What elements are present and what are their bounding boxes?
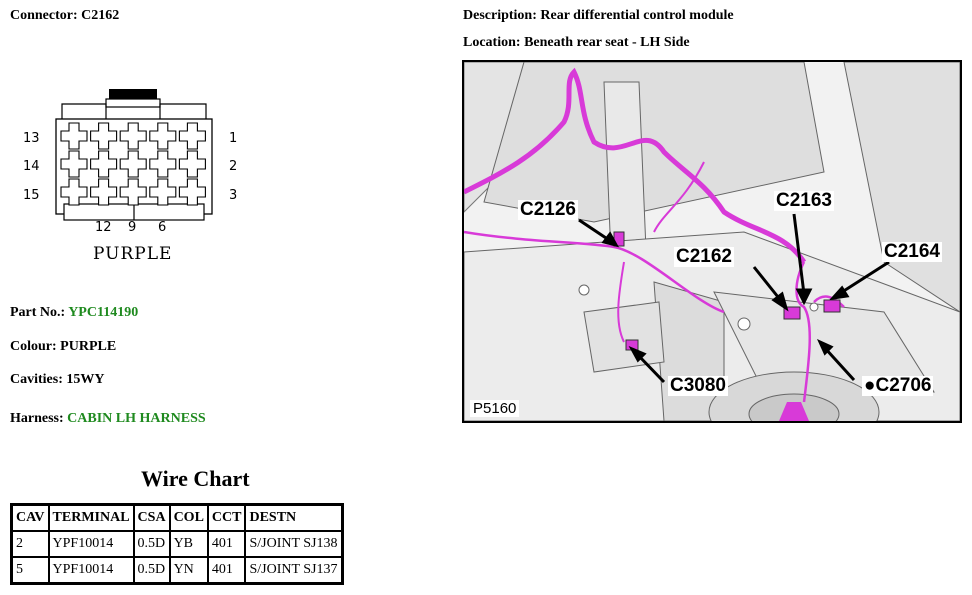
description-value: Rear differential control module bbox=[540, 8, 734, 23]
connector-cavity bbox=[119, 150, 147, 178]
harness-value: CABIN LH HARNESS bbox=[67, 411, 206, 426]
cell-csa: 0.5D bbox=[132, 530, 171, 558]
cell-terminal: YPF10014 bbox=[47, 556, 135, 585]
cell-terminal: YPF10014 bbox=[47, 530, 135, 558]
callout-c2164: C2164 bbox=[882, 241, 942, 262]
connector-cavity bbox=[90, 122, 118, 150]
cavities-value: 15WY bbox=[66, 372, 105, 387]
cavity-grid bbox=[60, 122, 206, 206]
photo-id: P5160 bbox=[470, 400, 520, 417]
pin-number-13: 13 bbox=[23, 131, 40, 146]
header-cct: CCT bbox=[206, 503, 247, 532]
connector-cavity bbox=[178, 150, 206, 178]
header-terminal: TERMINAL bbox=[47, 503, 135, 532]
pin-number-3: 3 bbox=[229, 188, 238, 203]
header-col: COL bbox=[168, 503, 209, 532]
callout-c2163: C2163 bbox=[774, 190, 834, 211]
table-row: 2 YPF10014 0.5D YB 401 S/JOINT SJ138 bbox=[10, 530, 344, 558]
connector-cavity bbox=[90, 150, 118, 178]
wire-chart-title: Wire Chart bbox=[141, 466, 250, 491]
location-line: Location: Beneath rear seat - LH Side bbox=[463, 35, 690, 51]
cell-col: YN bbox=[168, 556, 209, 585]
pin-number-2: 2 bbox=[229, 159, 238, 174]
header-cav: CAV bbox=[10, 503, 50, 532]
callout-c2706: ●C2706 bbox=[862, 375, 934, 396]
location-value: Beneath rear seat - LH Side bbox=[524, 35, 690, 50]
connector-cavity bbox=[60, 178, 88, 206]
connector-latch bbox=[109, 89, 157, 100]
cavities-line: Cavities: 15WY bbox=[10, 372, 105, 388]
pin-number-14: 14 bbox=[23, 159, 40, 174]
cell-cav: 2 bbox=[10, 530, 50, 558]
table-row: 5 YPF10014 0.5D YN 401 S/JOINT SJ137 bbox=[10, 556, 344, 585]
header-destn: DESTN bbox=[244, 503, 344, 532]
harness-line: Harness: CABIN LH HARNESS bbox=[10, 411, 206, 427]
connector-cavity bbox=[60, 150, 88, 178]
connector-cavity bbox=[178, 178, 206, 206]
vehicle-floor-drawing bbox=[464, 62, 960, 421]
pin-number-12: 12 bbox=[95, 220, 112, 235]
wire-chart-table: CAV TERMINAL CSA COL CCT DESTN 2 YPF1001… bbox=[10, 503, 344, 585]
pin-number-1: 1 bbox=[229, 131, 238, 146]
location-illustration: C2126 C2163 C2162 C2164 C3080 ●C2706 P51… bbox=[462, 60, 962, 423]
pin-number-6: 6 bbox=[158, 220, 167, 235]
connector-cavity bbox=[149, 150, 177, 178]
cell-destn: S/JOINT SJ138 bbox=[244, 530, 344, 558]
callout-c2126: C2126 bbox=[518, 199, 578, 220]
colour-value: PURPLE bbox=[60, 339, 117, 354]
connector-face-diagram bbox=[55, 89, 213, 221]
header-csa: CSA bbox=[132, 503, 171, 532]
connector-value: C2162 bbox=[81, 8, 120, 23]
connector-cavity bbox=[90, 178, 118, 206]
connector-cavity bbox=[178, 122, 206, 150]
table-header-row: CAV TERMINAL CSA COL CCT DESTN bbox=[10, 503, 344, 532]
part-number-line: Part No.: YPC114190 bbox=[10, 305, 138, 321]
location-label: Location: bbox=[463, 35, 521, 50]
cell-cav: 5 bbox=[10, 556, 50, 585]
cell-cct: 401 bbox=[206, 530, 247, 558]
part-number-value: YPC114190 bbox=[68, 305, 139, 320]
cavities-label: Cavities: bbox=[10, 372, 63, 387]
cell-csa: 0.5D bbox=[132, 556, 171, 585]
description-line: Description: Rear differential control m… bbox=[463, 8, 734, 24]
connector-color-label: PURPLE bbox=[93, 244, 173, 264]
connector-cavity bbox=[149, 178, 177, 206]
pin-number-15: 15 bbox=[23, 188, 40, 203]
connector-heading: Connector: C2162 bbox=[10, 8, 119, 24]
connector-cavity bbox=[149, 122, 177, 150]
callout-c2706-text: C2706 bbox=[875, 375, 932, 396]
connector-cavity bbox=[119, 122, 147, 150]
filled-circle-icon: ● bbox=[864, 375, 876, 396]
pin-number-9: 9 bbox=[128, 220, 137, 235]
cell-cct: 401 bbox=[206, 556, 247, 585]
colour-label: Colour: bbox=[10, 339, 57, 354]
part-number-label: Part No.: bbox=[10, 305, 66, 320]
callout-c2162: C2162 bbox=[674, 246, 734, 267]
connector-label: Connector: bbox=[10, 8, 78, 23]
colour-line: Colour: PURPLE bbox=[10, 339, 116, 355]
description-label: Description: bbox=[463, 8, 537, 23]
cell-destn: S/JOINT SJ137 bbox=[244, 556, 344, 585]
connector-cavity bbox=[60, 122, 88, 150]
harness-label: Harness: bbox=[10, 411, 64, 426]
cell-col: YB bbox=[168, 530, 209, 558]
connector-cavity bbox=[119, 178, 147, 206]
callout-c3080: C3080 bbox=[668, 375, 728, 396]
